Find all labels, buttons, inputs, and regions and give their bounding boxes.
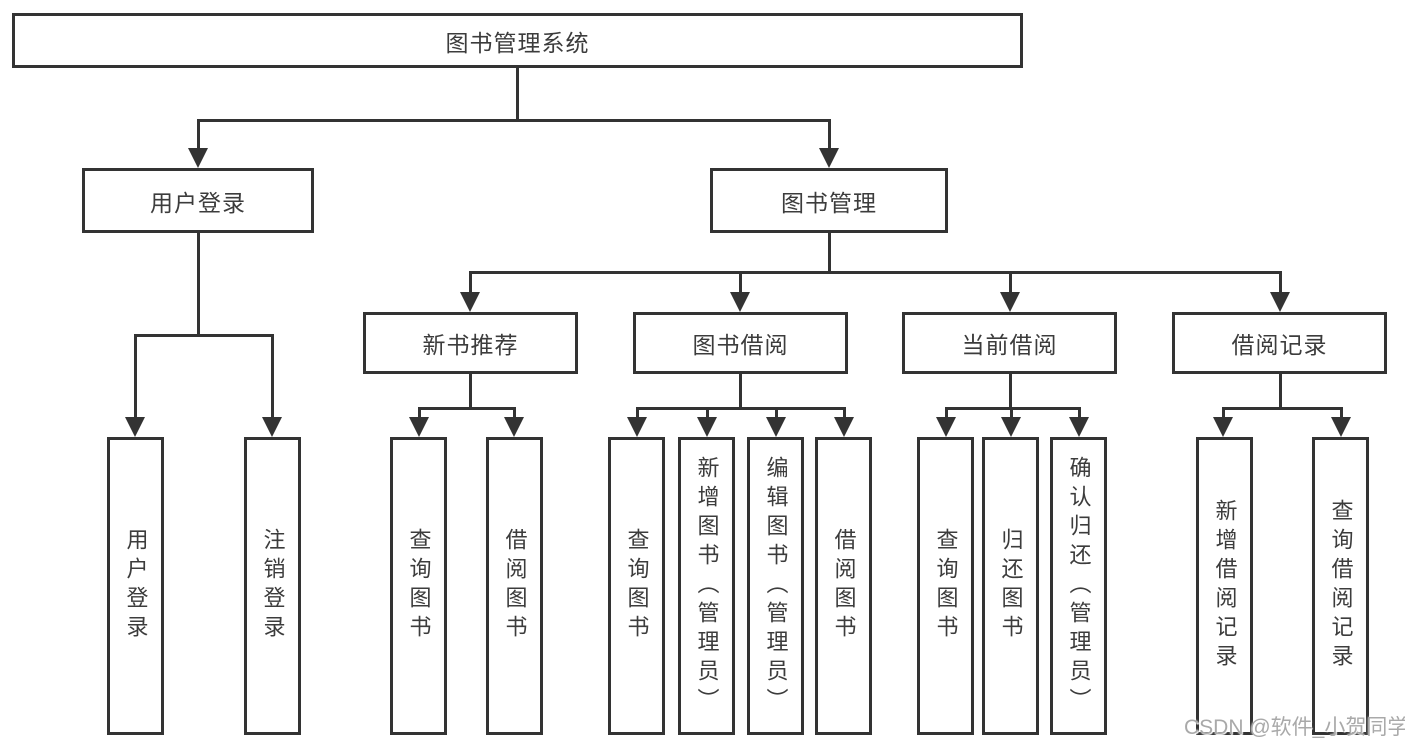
arrow-down-icon: [766, 417, 786, 437]
node-book-management: 图书管理: [710, 168, 948, 233]
arrow-down-icon: [1000, 292, 1020, 312]
connector-line: [1279, 374, 1282, 409]
node-label: 用户登录: [123, 528, 149, 644]
connector-line: [775, 408, 778, 419]
connector-line: [828, 233, 831, 274]
leaf-return-books: 归还图书: [982, 437, 1039, 735]
node-label: 图书借阅: [692, 332, 789, 358]
arrow-down-icon: [1213, 417, 1233, 437]
arrow-down-icon: [697, 417, 717, 437]
connector-line: [1009, 272, 1012, 294]
arrow-down-icon: [1270, 292, 1290, 312]
connector-line: [945, 408, 948, 419]
leaf-confirm-return-admin: 确认归还（管理员）: [1050, 437, 1107, 735]
connector-line: [271, 335, 274, 419]
node-label: 新增借阅记录: [1212, 499, 1238, 673]
watermark-text: CSDN @软件_小贺同学: [1184, 716, 1405, 739]
node-borrowing-records: 借阅记录: [1172, 312, 1387, 374]
node-label: 新增图书（管理员）: [694, 455, 720, 717]
connector-line: [843, 408, 846, 419]
leaf-borrow-books-borrowing: 借阅图书: [815, 437, 872, 735]
node-label: 归还图书: [998, 528, 1024, 644]
connector-line: [1010, 408, 1013, 419]
arrow-down-icon: [125, 417, 145, 437]
leaf-query-books-recommend: 查询图书: [390, 437, 447, 735]
arrow-down-icon: [730, 292, 750, 312]
arrow-down-icon: [460, 292, 480, 312]
leaf-add-borrowing-record: 新增借阅记录: [1196, 437, 1253, 735]
arrow-down-icon: [504, 417, 524, 437]
node-label: 确认归还（管理员）: [1066, 455, 1092, 717]
node-label: 借阅记录: [1231, 332, 1328, 358]
leaf-add-books-admin: 新增图书（管理员）: [678, 437, 735, 735]
arrow-down-icon: [627, 417, 647, 437]
node-label: 图书管理系统: [445, 29, 590, 56]
connector-line: [197, 119, 831, 122]
arrow-down-icon: [834, 417, 854, 437]
connector-line: [134, 335, 137, 419]
leaf-query-books-current: 查询图书: [917, 437, 974, 735]
connector-line: [636, 407, 846, 410]
node-label: 借阅图书: [831, 528, 857, 644]
node-book-borrowing: 图书借阅: [633, 312, 848, 374]
connector-line: [197, 120, 200, 150]
connector-line: [418, 408, 421, 419]
connector-line: [1222, 407, 1343, 410]
arrow-down-icon: [936, 417, 956, 437]
connector-line: [828, 120, 831, 150]
node-label: 借阅图书: [502, 528, 528, 644]
leaf-logout: 注销登录: [244, 437, 301, 735]
connector-line: [513, 408, 516, 419]
arrow-down-icon: [262, 417, 282, 437]
connector-line: [1340, 408, 1343, 419]
arrow-down-icon: [188, 148, 208, 168]
arrow-down-icon: [1069, 417, 1089, 437]
connector-line: [1279, 272, 1282, 294]
leaf-query-books-borrowing: 查询图书: [608, 437, 665, 735]
arrow-down-icon: [819, 148, 839, 168]
leaf-user-login: 用户登录: [107, 437, 164, 735]
connector-line: [1222, 408, 1225, 419]
connector-line: [706, 408, 709, 419]
connector-line: [739, 272, 742, 294]
arrow-down-icon: [1001, 417, 1021, 437]
leaf-query-borrowing-record: 查询借阅记录: [1312, 437, 1369, 735]
connector-line: [636, 408, 639, 419]
connector-line: [945, 407, 1081, 410]
node-current-borrowing: 当前借阅: [902, 312, 1117, 374]
connector-line: [1078, 408, 1081, 419]
connector-line: [739, 374, 742, 409]
arrow-down-icon: [409, 417, 429, 437]
node-label: 查询借阅记录: [1328, 499, 1354, 673]
node-label: 查询图书: [624, 528, 650, 644]
node-label: 当前借阅: [961, 332, 1058, 358]
connector-line: [197, 233, 200, 336]
node-label: 注销登录: [260, 528, 286, 644]
connector-line: [1009, 374, 1012, 409]
node-label: 新书推荐: [422, 332, 519, 358]
connector-line: [516, 68, 519, 120]
arrow-down-icon: [1331, 417, 1351, 437]
leaf-edit-books-admin: 编辑图书（管理员）: [747, 437, 804, 735]
connector-line: [418, 407, 516, 410]
node-label: 查询图书: [406, 528, 432, 644]
node-label: 用户登录: [150, 189, 246, 216]
node-label: 查询图书: [933, 528, 959, 644]
node-library-management-system: 图书管理系统: [12, 13, 1023, 68]
node-new-book-recommendation: 新书推荐: [363, 312, 578, 374]
node-user-login: 用户登录: [82, 168, 314, 233]
connector-line: [469, 271, 1282, 274]
node-label: 编辑图书（管理员）: [763, 455, 789, 717]
connector-line: [469, 272, 472, 294]
connector-line: [134, 334, 274, 337]
leaf-borrow-books-recommend: 借阅图书: [486, 437, 543, 735]
connector-line: [469, 374, 472, 409]
node-label: 图书管理: [781, 189, 877, 216]
